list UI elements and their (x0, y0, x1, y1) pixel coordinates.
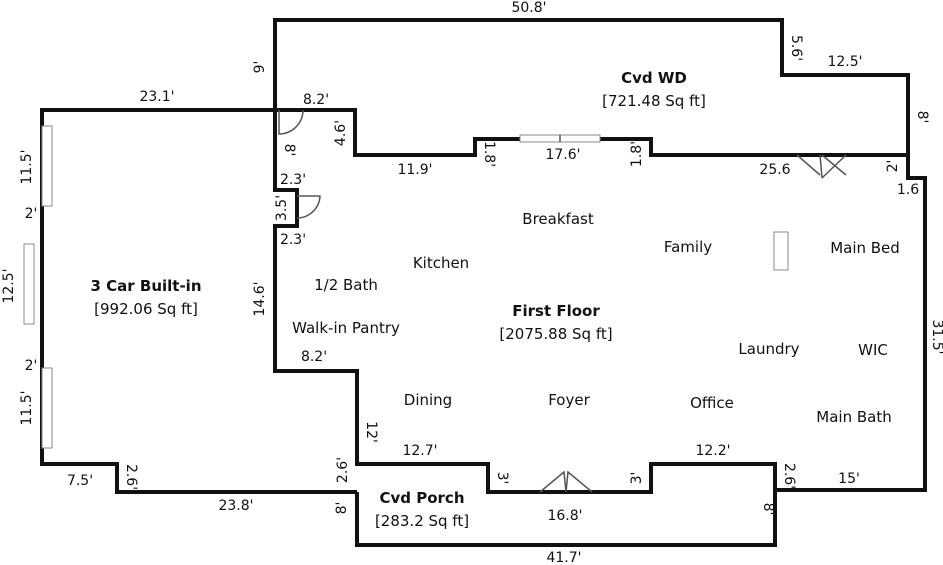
room-labels: Breakfast Family Main Bed Kitchen 1/2 Ba… (292, 210, 900, 426)
main-house-wall (273, 108, 927, 494)
garage-window-bottom (41, 367, 53, 449)
dim-inner-8-2-top: 8.2' (303, 92, 329, 108)
area-labels: 3 Car Built-in [992.06 Sq ft] First Floo… (90, 69, 705, 530)
room-wic: WIC (858, 341, 888, 359)
room-foyer: Foyer (548, 391, 590, 409)
room-dining: Dining (404, 391, 452, 409)
dim-right-2-6: 2.6' (781, 463, 797, 489)
door-swing-half-bath (296, 195, 321, 219)
room-kitchen: Kitchen (413, 254, 469, 272)
dim-inner-3-5: 3.5' (274, 195, 290, 221)
dim-porch-16-8: 16.8' (547, 508, 582, 524)
garage-window-middle (23, 243, 35, 325)
dim-garage-7-5: 7.5' (67, 473, 93, 489)
room-breakfast: Breakfast (522, 210, 594, 228)
dim-inner-11-9: 11.9' (397, 162, 432, 178)
porch-name: Cvd Porch (379, 489, 464, 507)
room-main-bed: Main Bed (830, 239, 900, 257)
porch-size: [283.2 Sq ft] (375, 512, 469, 530)
door-swing-pantry (278, 109, 304, 135)
dim-garage-2-top: 2' (25, 206, 38, 222)
double-door-foyer (539, 470, 593, 493)
cvd-wd-size: [721.48 Sq ft] (602, 92, 706, 110)
first-floor-name: First Floor (512, 302, 600, 320)
dim-inner-12-7: 12.7' (402, 443, 437, 459)
fireplace (773, 231, 789, 271)
dim-right-8-top: 8' (914, 111, 930, 124)
dim-right-5-6: 5.6' (788, 35, 804, 61)
first-floor-size: [2075.88 Sq ft] (499, 325, 612, 343)
cvd-wd-wall (273, 18, 910, 155)
dim-right-31-5: 31.5' (929, 319, 943, 354)
double-door-family (796, 154, 847, 179)
doors (278, 109, 847, 493)
dim-inner-1-6: 1.6 (897, 182, 919, 198)
dim-porch-3-right: 3' (629, 472, 645, 485)
dim-bottom-23-8: 23.8' (218, 498, 253, 514)
garage-name: 3 Car Built-in (90, 277, 201, 295)
garage-wall (40, 108, 357, 494)
dim-porch-8-right: 8' (760, 503, 776, 516)
dim-inner-4-6: 4.6' (333, 120, 349, 146)
dim-inner-8-2-bottom: 8.2' (301, 349, 327, 365)
room-family: Family (664, 238, 712, 256)
room-office: Office (690, 394, 734, 412)
dim-porch-3-left: 3' (494, 472, 510, 485)
garage-window-top (41, 125, 53, 207)
porch-wall (355, 490, 777, 547)
dim-inner-8-left: 8' (281, 144, 297, 157)
dim-garage-2-6: 2.6' (123, 464, 139, 490)
dim-garage-12-5: 12.5' (1, 268, 17, 303)
dim-right-15: 15' (838, 471, 860, 487)
dim-inner-25-6: 25.6 (759, 162, 790, 178)
room-pantry: Walk-in Pantry (292, 319, 400, 337)
dim-garage-11-5-bottom: 11.5' (19, 390, 35, 425)
dim-inner-2-6: 2.6' (335, 457, 351, 483)
dim-porch-8-left: 8' (334, 502, 350, 515)
dim-bottom-41-7: 41.7' (546, 550, 581, 565)
dim-inner-14-6: 14.6' (252, 281, 268, 316)
room-main-bath: Main Bath (816, 408, 891, 426)
dim-garage-top-23-1: 23.1' (139, 89, 174, 105)
walls (40, 18, 927, 547)
dim-inner-12-2: 12.2' (695, 443, 730, 459)
cvd-wd-name: Cvd WD (621, 69, 687, 87)
dim-inner-2-3-bottom: 2.3' (280, 232, 306, 248)
room-laundry: Laundry (738, 340, 799, 358)
dim-top-50-8: 50.8' (511, 0, 546, 16)
room-half-bath: 1/2 Bath (314, 276, 378, 294)
garage-size: [992.06 Sq ft] (94, 300, 198, 318)
dim-inner-1-8-left: 1.8' (481, 141, 497, 167)
dim-garage-2-bottom: 2' (25, 358, 38, 374)
dim-inner-2-3-top: 2.3' (280, 172, 306, 188)
dim-right-12-5: 12.5' (827, 54, 862, 70)
dim-inner-1-8-right: 1.8' (629, 141, 645, 167)
windows (23, 125, 789, 449)
dim-inner-17-6: 17.6' (545, 147, 580, 163)
dim-cvd-left-9: 9' (252, 61, 268, 74)
dim-garage-11-5-top: 11.5' (19, 149, 35, 184)
dim-inner-12: 12' (363, 421, 379, 443)
dim-inner-2: 2' (885, 160, 901, 173)
